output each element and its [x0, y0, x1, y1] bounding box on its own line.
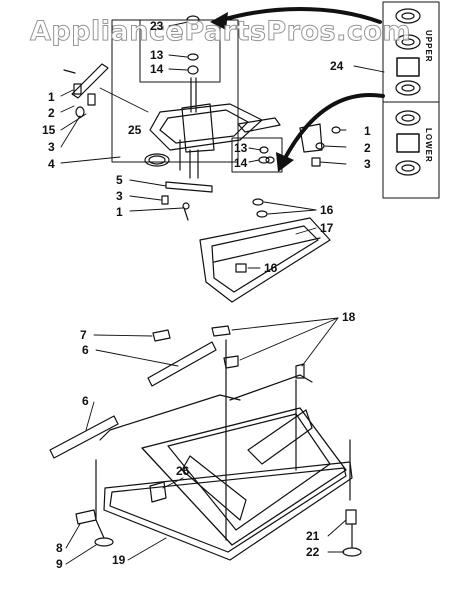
left-hardware — [63, 63, 149, 118]
callout-23: 23 — [150, 19, 164, 33]
callout-26: 26 — [176, 464, 190, 478]
callout-15: 15 — [42, 123, 56, 137]
curved-arrows — [210, 7, 385, 172]
right-hardware — [299, 123, 341, 167]
part-13-washer — [187, 53, 199, 61]
callout-19: 19 — [112, 553, 126, 567]
part-7 — [152, 329, 171, 342]
callout-18: 18 — [342, 310, 356, 324]
part-14-seal — [187, 65, 199, 75]
callout-13-inset: 13 — [234, 141, 248, 155]
bushing-panel — [382, 1, 440, 199]
part-6-lower — [49, 415, 119, 459]
callout-16-upper: 16 — [320, 203, 334, 217]
part-19-base — [103, 461, 353, 561]
upper-label: UPPER — [424, 30, 433, 63]
callout-4: 4 — [48, 157, 55, 171]
plate-17 — [199, 198, 331, 303]
part-22-foot — [342, 547, 362, 557]
callout-8: 8 — [56, 541, 63, 555]
callout-7: 7 — [80, 328, 87, 342]
callout-1-lower: 1 — [116, 205, 123, 219]
base-top-rail — [99, 394, 241, 441]
callout-14-upper: 14 — [150, 62, 164, 76]
rails — [49, 329, 217, 459]
base-frame — [95, 339, 353, 561]
callout-1-right: 1 — [364, 124, 371, 138]
callout-2-left: 2 — [48, 106, 55, 120]
right-bracket — [299, 123, 323, 153]
part-9-foot — [94, 537, 114, 547]
feet — [75, 509, 362, 557]
callout-1-left: 1 — [48, 90, 55, 104]
callout-6-upper: 6 — [82, 343, 89, 357]
callout-24: 24 — [330, 59, 344, 73]
arrow-to-gearcase — [220, 7, 382, 24]
callout-3-right: 3 — [364, 157, 371, 171]
lower-label: LOWER — [424, 128, 433, 163]
watermark: AppliancePartsPros.com — [29, 16, 412, 48]
callout-3-lower: 3 — [116, 189, 123, 203]
callout-13-upper: 13 — [150, 48, 164, 62]
part-21 — [345, 509, 357, 525]
gearcase-inner-box — [139, 19, 221, 83]
callout-17: 17 — [320, 221, 334, 235]
callout-2-right: 2 — [364, 141, 371, 155]
part-26 — [149, 481, 167, 503]
callout-25: 25 — [128, 123, 142, 137]
callout-9: 9 — [56, 557, 63, 571]
callout-14-inset: 14 — [234, 156, 248, 170]
gearcase-frame — [149, 103, 263, 151]
part-6-upper — [147, 341, 217, 387]
part-17-plate — [199, 217, 331, 303]
callout-3-left: 3 — [48, 140, 55, 154]
callout-22: 22 — [306, 545, 320, 559]
callout-5: 5 — [116, 173, 123, 187]
gearcase-assembly — [111, 15, 281, 179]
gearcase-body — [181, 103, 215, 153]
lower-small-parts — [161, 181, 213, 221]
arrow-to-inset — [282, 93, 385, 162]
bushing-panel-frame — [382, 1, 440, 199]
callout-6-lower: 6 — [82, 394, 89, 408]
callout-21: 21 — [306, 529, 320, 543]
left-bracket — [71, 63, 109, 99]
part-25-seal — [144, 153, 170, 167]
part-23-nut — [186, 15, 200, 25]
leader-lines — [60, 21, 385, 565]
callout-16-lower: 16 — [264, 261, 278, 275]
part-8 — [75, 509, 97, 525]
part-18-clips — [211, 325, 305, 379]
